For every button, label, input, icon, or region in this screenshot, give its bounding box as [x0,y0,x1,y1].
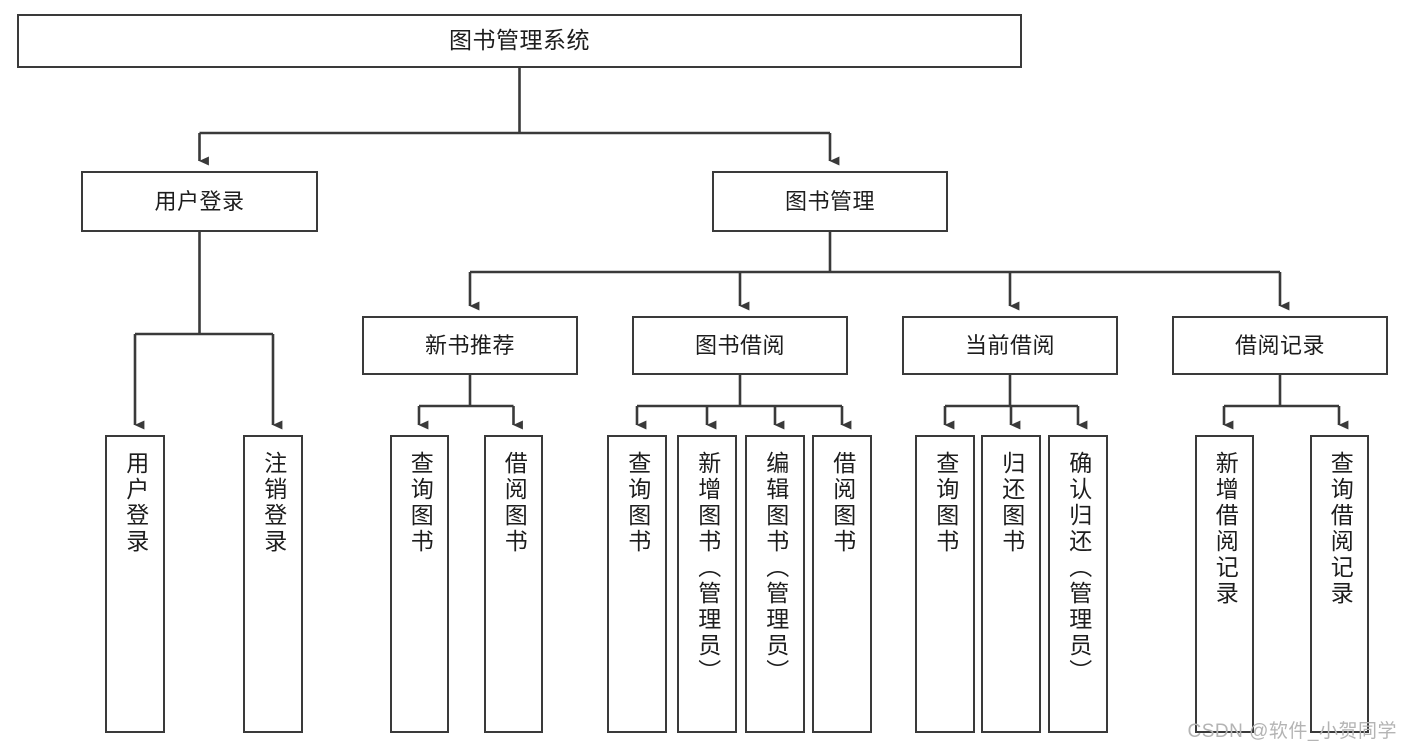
node-label: 确认归还（管理员） [1065,451,1092,685]
leaf-current-borrow-query-book[interactable]: 查询图书 [915,435,975,733]
node-label: 查询图书 [932,451,959,555]
node-label: 借阅记录 [1234,332,1325,358]
leaf-book-borrow-edit-book-admin[interactable]: 编辑图书（管理员） [745,435,805,733]
node-root-book-management-system[interactable]: 图书管理系统 [17,14,1022,68]
node-borrow-record[interactable]: 借阅记录 [1172,316,1388,375]
leaf-new-book-query-book[interactable]: 查询图书 [390,435,449,733]
leaf-new-book-borrow-book[interactable]: 借阅图书 [484,435,543,733]
node-current-borrow[interactable]: 当前借阅 [902,316,1118,375]
leaf-book-borrow-add-book-admin[interactable]: 新增图书（管理员） [677,435,737,733]
leaf-borrow-record-query-record[interactable]: 查询借阅记录 [1310,435,1369,733]
node-label: 图书管理 [784,188,875,214]
node-label: 新增图书（管理员） [694,451,721,685]
node-label: 用户登录 [154,188,245,214]
node-label: 借阅图书 [501,451,528,555]
leaf-user-login-login[interactable]: 用户登录 [105,435,165,733]
node-book-borrow[interactable]: 图书借阅 [632,316,848,375]
node-label: 查询图书 [407,451,434,555]
leaf-book-borrow-borrow-book[interactable]: 借阅图书 [812,435,872,733]
node-user-login[interactable]: 用户登录 [81,171,318,232]
node-label: 图书借阅 [694,332,785,358]
node-label: 查询图书 [624,451,651,555]
node-label: 编辑图书（管理员） [762,451,789,685]
node-label: 新增借阅记录 [1212,451,1239,607]
node-label: 图书管理系统 [449,27,590,54]
node-label: 用户登录 [122,451,149,555]
node-label: 查询借阅记录 [1327,451,1354,607]
node-book-management[interactable]: 图书管理 [712,171,948,232]
node-label: 当前借阅 [964,332,1055,358]
node-new-book-recommend[interactable]: 新书推荐 [362,316,578,375]
leaf-book-borrow-query-book[interactable]: 查询图书 [607,435,667,733]
node-label: 归还图书 [998,451,1025,555]
node-label: 新书推荐 [424,332,515,358]
leaf-borrow-record-add-record[interactable]: 新增借阅记录 [1195,435,1254,733]
leaf-current-borrow-confirm-return-admin[interactable]: 确认归还（管理员） [1048,435,1108,733]
node-label: 注销登录 [260,451,287,555]
node-label: 借阅图书 [829,451,856,555]
leaf-current-borrow-return-book[interactable]: 归还图书 [981,435,1041,733]
leaf-user-login-logout[interactable]: 注销登录 [243,435,303,733]
